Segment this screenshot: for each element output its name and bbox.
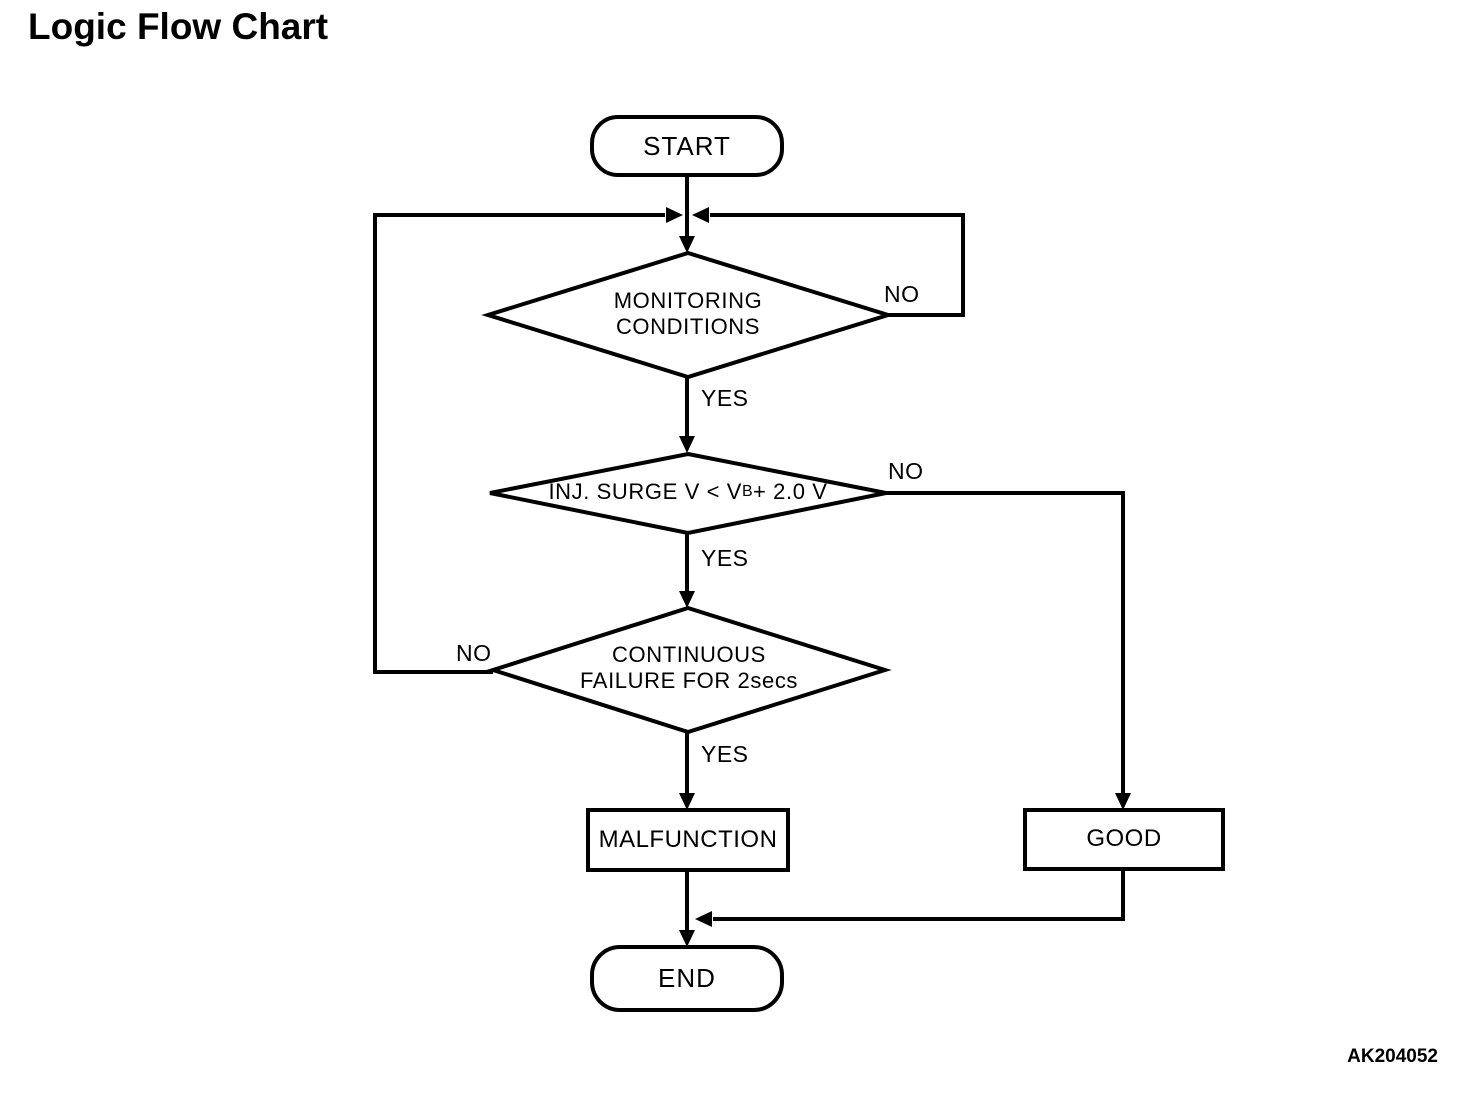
connector-inj-surge-yes	[679, 533, 695, 608]
connector-monitoring-yes	[679, 377, 695, 453]
edge-label-monitoring-no: NO	[884, 281, 920, 307]
edge-label-inj-surge-no: NO	[888, 458, 924, 484]
decision-monitoring-label: MONITORING CONDITIONS	[613, 288, 763, 339]
connector-start-to-monitoring	[679, 175, 695, 253]
arrowhead-down-icon	[679, 930, 695, 947]
connector-monitoring-no-loop	[692, 207, 965, 317]
malfunction-box	[586, 808, 790, 872]
edge-label-inj-surge-yes: YES	[701, 545, 749, 571]
edge-label-continuous-no: NO	[456, 640, 492, 666]
connector-malfunction-to-end	[679, 870, 695, 947]
inj-surge-label-post: + 2.0 V	[753, 479, 828, 505]
malfunction-box-label: MALFUNCTION	[598, 825, 778, 853]
start-node-label: START	[643, 130, 731, 161]
connector-good-to-end	[695, 869, 1125, 927]
arrowhead-down-icon	[679, 793, 695, 810]
inj-surge-label-subscript-b: B	[742, 482, 754, 500]
arrowhead-left-icon	[695, 911, 712, 927]
inj-surge-label-pre: INJ. SURGE V < V	[548, 479, 743, 505]
connector-inj-surge-no-to-good	[886, 491, 1131, 810]
arrowhead-down-icon	[1115, 793, 1131, 810]
end-node	[590, 945, 784, 1012]
connector-line	[373, 213, 665, 674]
arrowhead-left-icon	[692, 207, 709, 223]
good-box	[1023, 808, 1225, 871]
connector-continuous-no-loop	[373, 207, 683, 674]
arrowhead-down-icon	[679, 236, 695, 253]
figure-code: AK204052	[1347, 1046, 1438, 1067]
edge-label-monitoring-yes: YES	[701, 385, 749, 411]
arrowhead-down-icon	[679, 591, 695, 608]
connector-line	[710, 213, 965, 317]
start-node	[590, 115, 784, 177]
connector-line	[713, 869, 1125, 921]
connector-continuous-yes	[679, 732, 695, 810]
arrowhead-right-icon	[666, 207, 683, 223]
edge-label-continuous-yes: YES	[701, 741, 749, 767]
decision-continuous-label: CONTINUOUS FAILURE FOR 2secs	[579, 642, 799, 693]
connector-line	[886, 491, 1125, 793]
good-box-label: GOOD	[1086, 825, 1162, 853]
arrowhead-down-icon	[679, 436, 695, 453]
end-node-label: END	[658, 963, 716, 994]
page-title: Logic Flow Chart	[28, 6, 329, 47]
